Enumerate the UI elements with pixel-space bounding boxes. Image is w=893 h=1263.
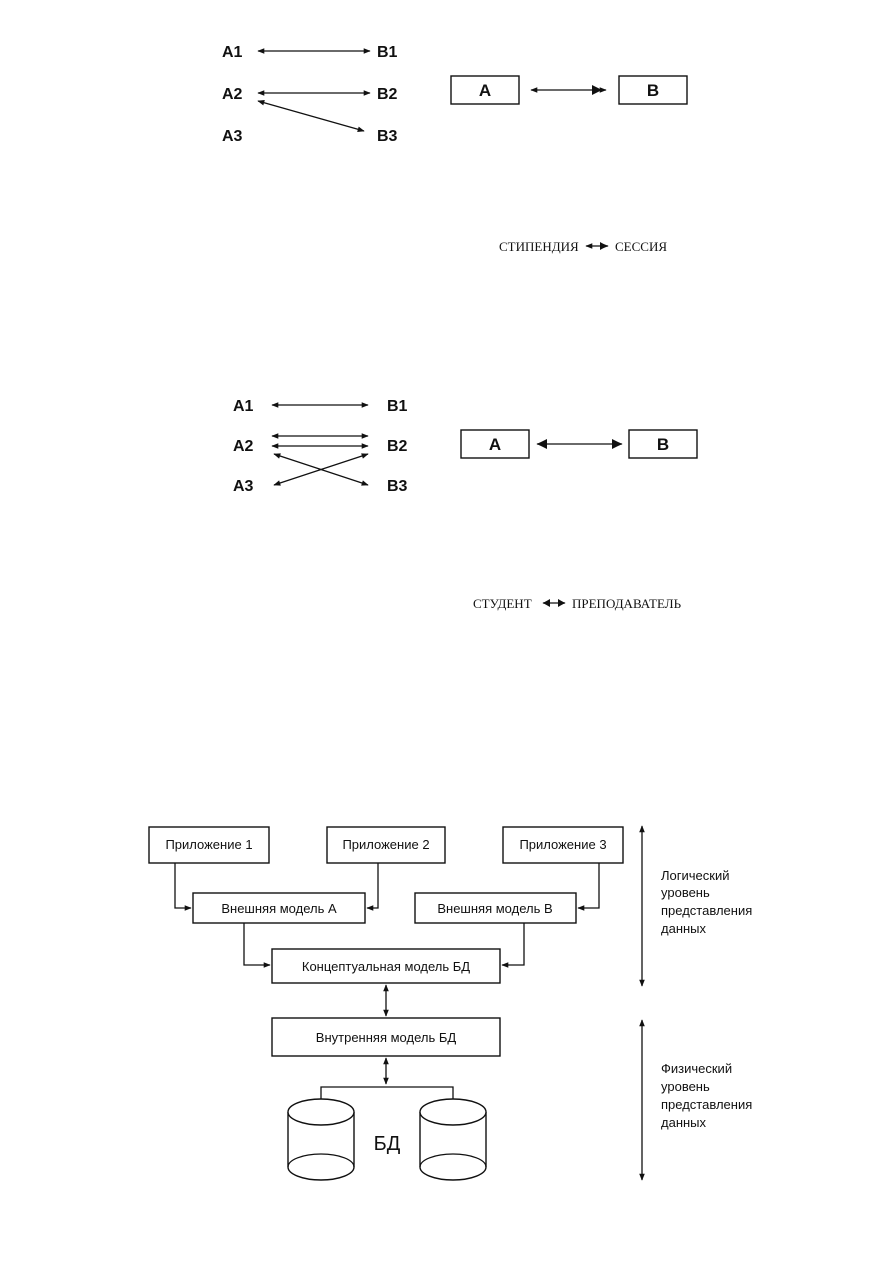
entity-b3-label-2: B3 [387,478,408,495]
connector-db-branch [320,1086,454,1109]
db-label: БД [374,1133,401,1155]
external-model-a-label: Внешняя модель А [221,901,337,916]
entity-b3-label: B3 [377,128,398,145]
app-3-label: Приложение 3 [519,837,606,852]
database-cylinder-2-icon [419,1098,487,1181]
internal-model-box [271,1017,501,1057]
app-1-box [148,826,270,864]
logical-level-line-2: уровень [661,885,710,900]
physical-level-line-4: данных [661,1115,707,1130]
entity-box-b [618,75,688,105]
relationship-diagram-2: A1 A2 A3 B1 B2 B3 A B СТУДЕНТ ПРЕПОДАВАТ… [233,398,698,611]
conceptual-model-box [271,948,501,984]
caption-1-right: СЕССИЯ [615,239,667,254]
link-a2-b3 [257,100,365,132]
entity-a1-label-2: A1 [233,398,254,415]
entity-box-b-2-label: B [657,435,669,454]
entity-box-b-2 [628,429,698,459]
caption-2-right: ПРЕПОДАВАТЕЛЬ [572,596,682,611]
connector-app2-ext-a [366,863,379,911]
double-arrowhead-1 [592,85,602,95]
entity-b1-label-2: B1 [387,398,408,415]
logical-level-line-3: представления [661,903,752,918]
connector-ext-a-conceptual [243,923,271,968]
architecture-diagram: Приложение 1 Приложение 2 Приложение 3 В… [148,825,752,1181]
physical-level-line-2: уровень [661,1079,710,1094]
entity-box-a-2 [460,429,530,459]
internal-model-label: Внутренняя модель БД [316,1030,457,1045]
entity-b2-label-2: B2 [387,438,408,455]
caption-2-left: СТУДЕНТ [473,596,532,611]
entity-box-b-label: B [647,81,659,100]
caption-2-double-right [558,599,565,607]
external-model-b-box [414,892,577,924]
entity-a3-label-2: A3 [233,478,254,495]
physical-level-line-3: представления [661,1097,752,1112]
app-2-label: Приложение 2 [342,837,429,852]
app-3-box [502,826,624,864]
logical-level-line-4: данных [661,921,707,936]
app-1-label: Приложение 1 [165,837,252,852]
external-model-a-box [192,892,366,924]
entity-b1-label: B1 [377,44,398,61]
entity-box-a-label: A [479,81,491,100]
conceptual-model-label: Концептуальная модель БД [302,959,470,974]
connector-ext-b-conceptual [501,923,525,968]
connector-app1-ext-a [174,863,192,911]
database-cylinder-1-icon [287,1098,355,1181]
logical-level-line-1: Логический [661,868,729,883]
connector-app3-ext-b [577,863,600,911]
entity-a2-label: A2 [222,86,243,103]
link2-a2-b3 [273,453,369,486]
double-arrowhead-2-right [612,439,622,449]
relationship-diagram-1: A1 A2 A3 B1 B2 B3 A B СТИПЕНДИЯ СЕССИЯ [222,44,688,254]
caption-1-double-arrowhead [600,242,607,250]
double-arrowhead-2-left [537,439,547,449]
entity-a1-label: A1 [222,44,243,61]
physical-level-line-1: Физический [661,1061,732,1076]
external-model-b-label: Внешняя модель В [437,901,552,916]
entity-box-a-2-label: A [489,435,501,454]
caption-1-left: СТИПЕНДИЯ [499,239,579,254]
caption-2-double-left [543,599,550,607]
app-2-box [326,826,446,864]
entity-b2-label: B2 [377,86,398,103]
entity-a3-label: A3 [222,128,243,145]
entity-a2-label-2: A2 [233,438,254,455]
entity-box-a [450,75,520,105]
